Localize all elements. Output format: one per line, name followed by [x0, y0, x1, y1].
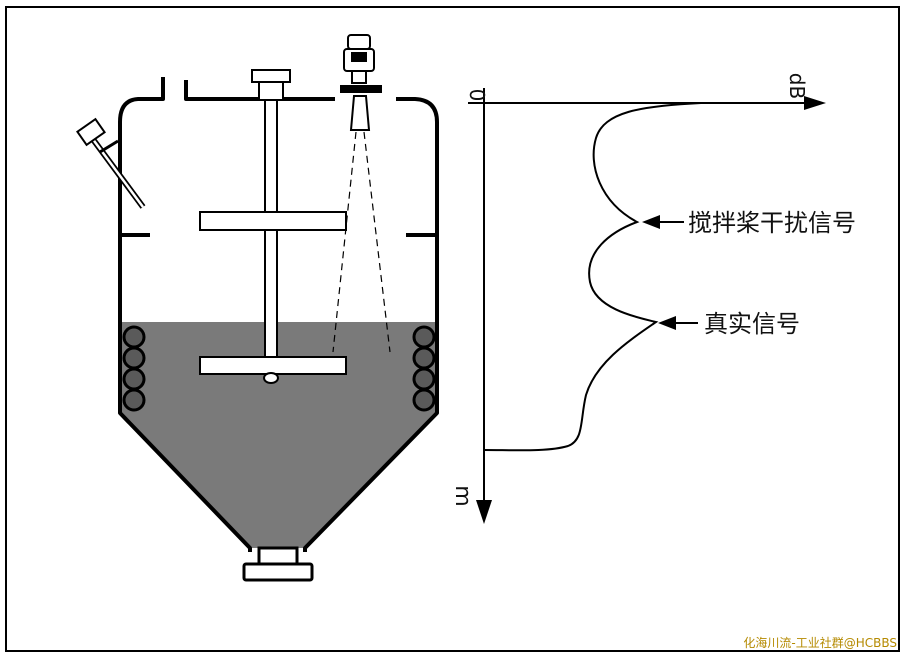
side-probe	[76, 117, 146, 209]
outlet-flange	[242, 562, 314, 582]
agitator-hub	[258, 81, 284, 101]
heating-coils	[122, 325, 436, 412]
agitator	[199, 69, 347, 384]
radar-beam-right	[363, 131, 391, 353]
interference-pointer-arrow	[642, 215, 660, 229]
echo-curve	[483, 102, 702, 452]
x-axis-arrow	[804, 96, 826, 110]
y-axis-arrow	[476, 500, 492, 524]
agitator-coupling	[251, 69, 291, 83]
origin-label: 0	[465, 89, 489, 102]
agitator-blade-upper	[199, 211, 347, 231]
watermark: 化海川流-工业社群@HCBBS	[743, 635, 897, 650]
radar-beam-left	[332, 131, 357, 353]
signal-plot: 0 dB m 搅拌桨干扰信号 真实信号	[450, 73, 856, 524]
vessel	[118, 77, 439, 582]
x-axis-label: dB	[785, 73, 809, 99]
interference-label: 搅拌桨干扰信号	[688, 209, 856, 237]
agitator-blade-lower	[199, 356, 347, 375]
true-signal-pointer-arrow	[658, 316, 676, 330]
vessel-wall	[118, 77, 439, 552]
true-signal-label: 真实信号	[704, 310, 800, 338]
radar-sensor	[332, 34, 391, 353]
y-axis-label: m	[450, 485, 475, 506]
agitator-tip	[263, 372, 279, 384]
